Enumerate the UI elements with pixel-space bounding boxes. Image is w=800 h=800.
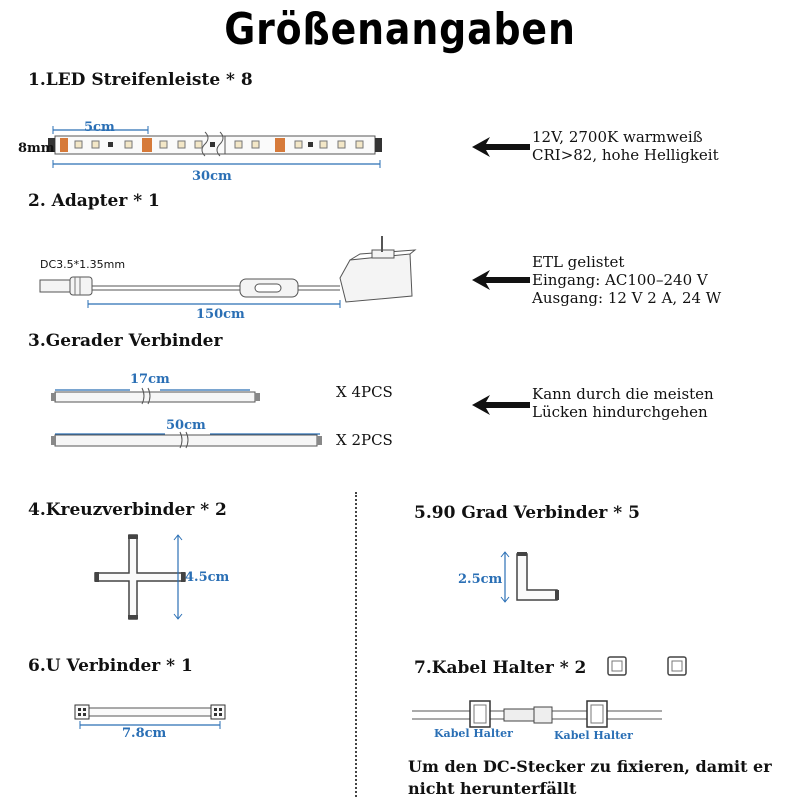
short-connector-length: 17cm	[130, 372, 170, 387]
angle-connector-dimension: 2.5cm	[458, 572, 503, 587]
desc-line: Kann durch die meisten	[532, 385, 714, 403]
u-connector-dimension: 7.8cm	[122, 726, 167, 741]
short-connector-qty: X 4PCS	[336, 383, 393, 401]
plug-label: DC3.5*1.35mm	[40, 258, 126, 271]
led-strip-diagram	[48, 126, 382, 168]
strip-height-dimension: 8mm	[18, 141, 55, 156]
cross-connector-dimension: 4.5cm	[185, 570, 230, 585]
section-7-heading: 7.Kabel Halter * 2	[414, 658, 587, 678]
page-title: Größenangaben	[224, 4, 576, 55]
divider	[355, 492, 357, 797]
cable-holder-diagram	[412, 700, 662, 728]
section-6-heading: 6.U Verbinder * 1	[28, 656, 193, 676]
desc-line: Eingang: AC100–240 V	[532, 271, 708, 289]
connector-description: Kann durch die meisten Lücken hindurchge…	[532, 385, 714, 421]
cable-holder-icons	[607, 656, 687, 676]
angle-connector-diagram	[500, 551, 559, 603]
long-connector-length: 50cm	[166, 418, 206, 433]
section-3-heading: 3.Gerader Verbinder	[28, 331, 223, 351]
strip-width-dimension: 5cm	[84, 120, 115, 135]
arrow-icon	[472, 270, 530, 290]
desc-line: Lücken hindurchgehen	[532, 403, 708, 421]
adapter-diagram	[39, 236, 417, 308]
straight-connector-diagram	[51, 387, 322, 449]
cable-holder-label-right: Kabel Halter	[554, 729, 633, 742]
desc-line: Ausgang: 12 V 2 A, 24 W	[532, 289, 722, 307]
desc-line: 12V, 2700K warmweiß	[532, 128, 703, 146]
section-2-heading: 2. Adapter * 1	[28, 191, 160, 211]
u-connector-diagram	[74, 704, 226, 729]
desc-line: ETL gelistet	[532, 253, 625, 271]
arrow-icon	[472, 395, 530, 415]
long-connector-qty: X 2PCS	[336, 431, 393, 449]
cross-connector-diagram	[94, 534, 186, 620]
section-4-heading: 4.Kreuzverbinder * 2	[28, 500, 227, 520]
strip-length-dimension: 30cm	[192, 169, 232, 184]
section-1-heading: 1.LED Streifenleiste * 8	[28, 70, 253, 90]
cable-length-dimension: 150cm	[196, 307, 245, 322]
arrow-icon	[472, 137, 530, 157]
strip-description: 12V, 2700K warmweiß CRI>82, hohe Helligk…	[532, 128, 719, 164]
adapter-description: ETL gelistet Eingang: AC100–240 V Ausgan…	[532, 253, 721, 307]
cable-holder-note: Um den DC-Stecker zu fixieren, damit er …	[408, 757, 772, 798]
cable-holder-label-left: Kabel Halter	[434, 727, 513, 740]
desc-line: CRI>82, hohe Helligkeit	[532, 146, 719, 164]
section-5-heading: 5.90 Grad Verbinder * 5	[414, 503, 640, 523]
